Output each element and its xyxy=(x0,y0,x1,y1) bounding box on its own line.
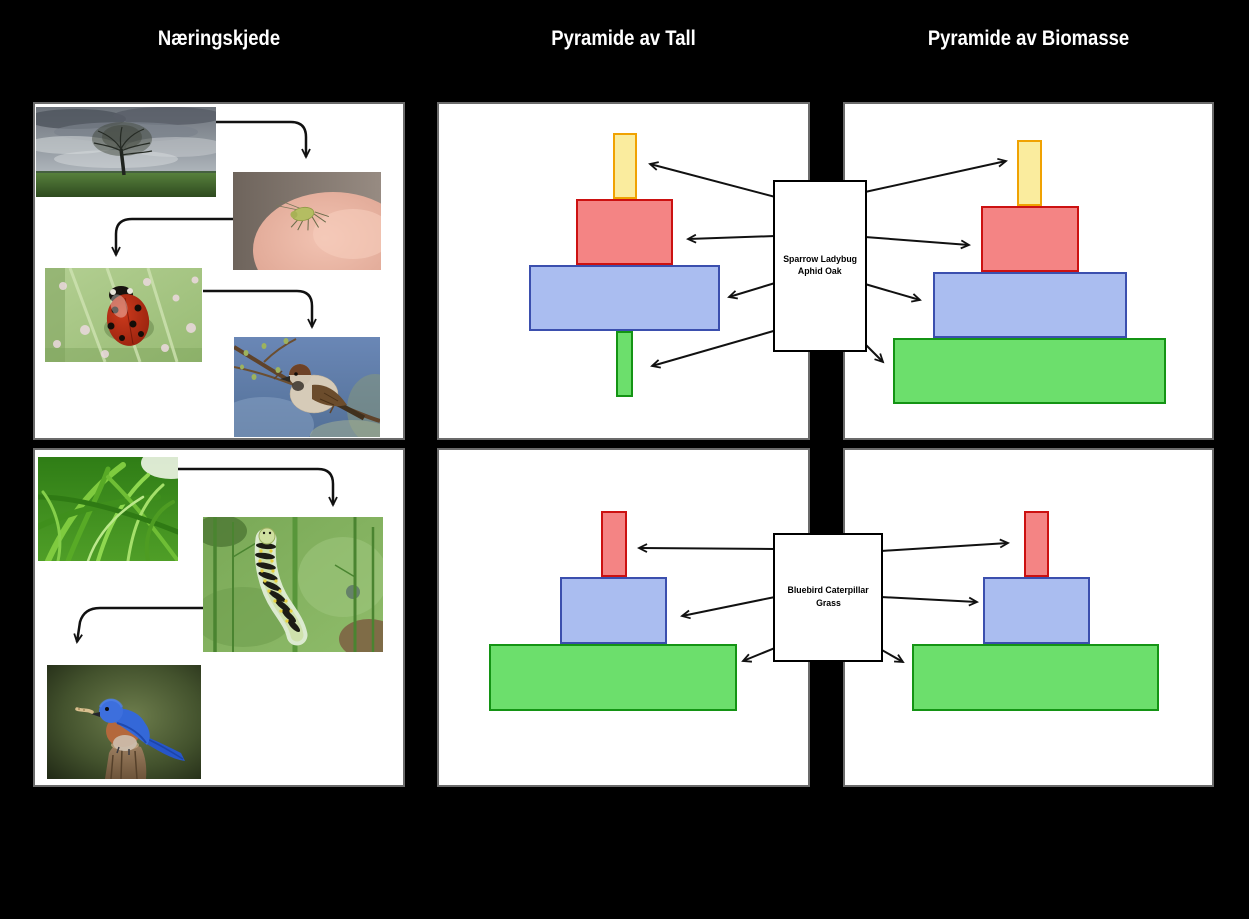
numbers-r1-sparrow-bar xyxy=(613,133,637,199)
biomass-r1-ladybug-bar xyxy=(981,206,1079,272)
numbers-r2-bluebird-bar xyxy=(601,511,627,577)
biomass-r2-bluebird-bar xyxy=(1024,511,1049,577)
cell-pyramid-numbers-row1 xyxy=(437,102,810,440)
bluebird-photo xyxy=(47,665,201,779)
key-box-row1: Sparrow Ladybug Aphid Oak xyxy=(773,180,867,352)
numbers-r1-oak-bar xyxy=(616,331,633,397)
oak-tree-photo xyxy=(36,107,216,197)
caterpillar-photo xyxy=(203,517,383,652)
key-box-row1-line2: Aphid Oak xyxy=(798,266,842,277)
column-header-pyramid-of-biomass: Pyramide av Biomasse xyxy=(927,27,1130,50)
key-box-row1-line1: Sparrow Ladybug xyxy=(783,253,857,265)
biomass-r1-oak-bar xyxy=(893,338,1166,404)
ladybug-photo xyxy=(45,268,202,362)
numbers-r2-caterpillar-bar xyxy=(560,577,667,644)
aphid-photo xyxy=(233,172,381,270)
key-box-row2-line1: Bluebird Caterpillar xyxy=(787,585,869,597)
biomass-r1-sparrow-bar xyxy=(1017,140,1042,206)
numbers-r1-aphid-bar xyxy=(529,265,720,331)
biomass-r1-aphid-bar xyxy=(933,272,1127,338)
cell-pyramid-biomass-row1 xyxy=(843,102,1214,440)
biomass-r2-grass-bar xyxy=(912,644,1159,711)
sparrow-photo xyxy=(234,337,380,437)
cell-food-chain-row1 xyxy=(33,102,405,440)
cell-food-chain-row2 xyxy=(33,448,405,787)
biomass-r2-caterpillar-bar xyxy=(983,577,1090,644)
numbers-r2-grass-bar xyxy=(489,644,737,711)
key-box-row2-line2: Grass xyxy=(815,597,841,609)
cell-pyramid-numbers-row2 xyxy=(437,448,810,787)
key-box-row2: Bluebird Caterpillar Grass xyxy=(773,533,883,662)
column-header-food-chain: Næringskjede xyxy=(157,27,281,50)
grass-photo xyxy=(38,457,178,561)
cell-pyramid-biomass-row2 xyxy=(843,448,1214,787)
column-header-pyramid-of-numbers: Pyramide av Tall xyxy=(551,27,696,50)
numbers-r1-ladybug-bar xyxy=(576,199,673,265)
